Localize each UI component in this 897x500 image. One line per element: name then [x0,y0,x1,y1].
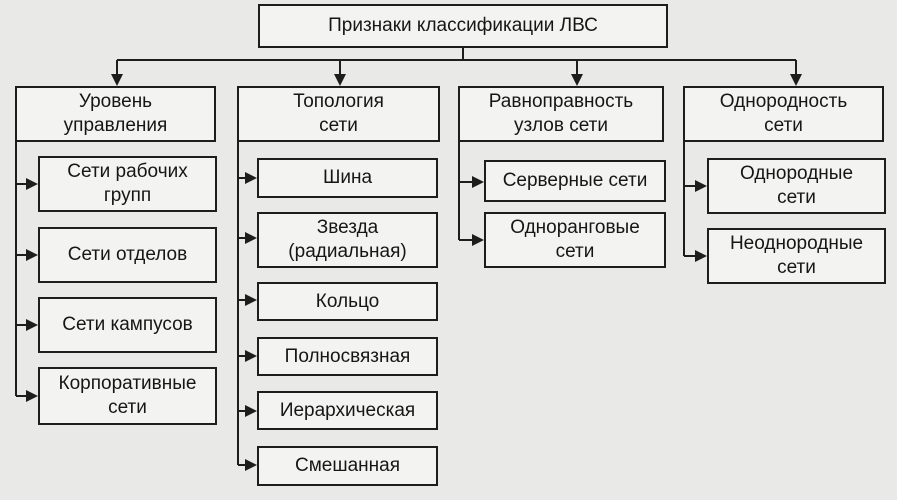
node-heterogeneous-networks: Неоднородные сети [707,228,886,284]
root-node: Признаки классификации ЛВС [258,4,668,48]
node-homogeneous-networks: Однородные сети [707,158,886,214]
node-campus-networks: Сети кампусов [38,297,217,353]
node-server-networks: Серверные сети [484,160,666,202]
node-department-networks: Сети отделов [38,227,217,283]
node-workgroup-networks: Сети рабочих групп [38,156,217,212]
node-mixed: Смешанная [257,446,438,486]
node-star: Звезда (радиальная) [257,212,438,268]
category-level-of-management: Уровень управления [15,86,216,142]
category-network-homogeneity: Однородность сети [683,86,884,142]
node-bus: Шина [257,158,438,198]
category-node-equality: Равноправность узлов сети [458,86,664,142]
node-hierarchical: Иерархическая [257,391,438,430]
node-corporate-networks: Корпоративные сети [38,367,217,425]
node-ring: Кольцо [257,282,438,321]
node-fully-connected: Полносвязная [257,337,438,376]
node-peer-to-peer-networks: Одноранговые сети [484,212,666,268]
category-network-topology: Топология сети [237,86,440,142]
